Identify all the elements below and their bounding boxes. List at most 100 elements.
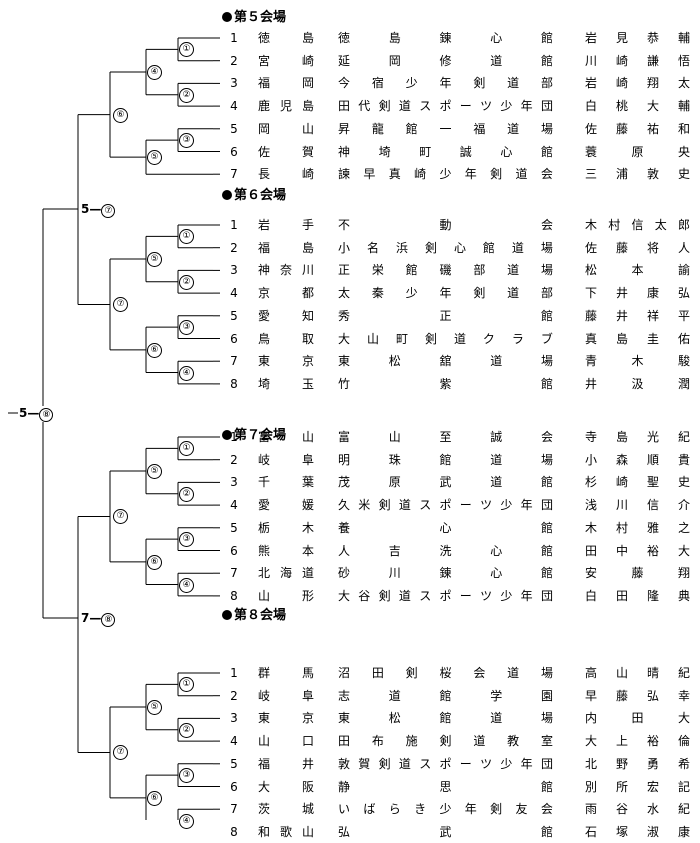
match-mark: ① xyxy=(179,42,194,58)
club-name: 太秦少年剣道部 xyxy=(338,286,553,301)
entry-number: 3 xyxy=(230,711,238,726)
prefecture: 長崎 xyxy=(258,167,314,182)
player-name: 小森順貴 xyxy=(585,452,690,467)
prefecture: 福井 xyxy=(258,756,314,771)
match-mark: ⑥ xyxy=(147,790,162,806)
semifinal-label: 7—⑧ xyxy=(80,611,117,627)
prefecture: 神奈川 xyxy=(258,263,314,278)
player-name: 寺島光紀 xyxy=(585,430,690,444)
player-name: 別所宏記 xyxy=(585,779,690,794)
match-mark: ⑦ xyxy=(113,509,128,525)
club-name: 茂原武道館 xyxy=(338,475,553,490)
bracket-lines xyxy=(8,37,220,820)
player-name: 松本諭 xyxy=(585,263,690,278)
player-name: 佐藤祐和 xyxy=(585,121,690,136)
entry-number: 1 xyxy=(230,31,238,45)
venue-title: 第７会場 xyxy=(222,424,286,443)
venue-title-text: 第６会場 xyxy=(234,188,287,203)
label-dash: — xyxy=(89,202,102,216)
entry-number: 2 xyxy=(230,53,238,68)
match-mark: ⑥ xyxy=(147,342,162,358)
player-name: 木村雅之 xyxy=(585,520,690,535)
player-name: 青木駿 xyxy=(585,354,690,369)
entry-number: 7 xyxy=(230,354,238,369)
prefecture: 岐阜 xyxy=(258,452,314,467)
match-mark: ⑤ xyxy=(147,700,162,716)
club-name: 養心館 xyxy=(338,520,553,535)
match-mark: ① xyxy=(179,441,194,457)
venue-title-text: 第７会場 xyxy=(234,428,287,443)
club-name: 竹紫館 xyxy=(338,376,553,391)
match-mark: ② xyxy=(179,486,194,502)
club-name: 東松舘道場 xyxy=(338,354,553,369)
match-mark: ⑤ xyxy=(147,464,162,480)
prefecture: 群馬 xyxy=(258,666,314,680)
club-name: 弘武館 xyxy=(338,824,553,839)
match-mark: ② xyxy=(179,87,194,103)
player-name: 井汲潤 xyxy=(585,376,690,391)
match-mark: ⑦ xyxy=(113,297,128,313)
match-mark: ③ xyxy=(179,320,194,336)
club-name: 不動会 xyxy=(338,218,553,232)
club-name: 小名浜剣心館道場 xyxy=(338,240,553,255)
match-mark: ③ xyxy=(179,768,194,784)
club-name: 東松館道場 xyxy=(338,711,553,726)
prefecture: 福島 xyxy=(258,240,314,255)
club-name: 延岡修道館 xyxy=(338,53,553,68)
entry-number: 2 xyxy=(230,452,238,467)
entry-number: 5 xyxy=(230,121,238,136)
match-mark: ② xyxy=(179,722,194,738)
player-name: 白田隆典 xyxy=(585,588,690,603)
player-name: 蓑原央 xyxy=(585,144,690,159)
player-name: 佐藤将人 xyxy=(585,240,690,255)
entry-number: 1 xyxy=(230,218,238,232)
prefecture: 熊本 xyxy=(258,543,314,558)
entry-number: 6 xyxy=(230,543,238,558)
entry-number: 1 xyxy=(230,666,238,680)
entry-number: 8 xyxy=(230,376,238,391)
entry-number: 3 xyxy=(230,76,238,91)
player-name: 大上裕倫 xyxy=(585,734,690,749)
entry-number: 3 xyxy=(230,263,238,278)
prefecture: 茨城 xyxy=(258,802,314,817)
match-mark: ④ xyxy=(179,813,194,829)
prefecture: 岩手 xyxy=(258,218,314,232)
match-mark: ① xyxy=(179,677,194,693)
club-name: 秀正館 xyxy=(338,308,553,323)
club-name: 敦賀剣道スポーツ少年団 xyxy=(338,756,553,771)
player-name: 内田大 xyxy=(585,711,690,726)
player-name: 下井康弘 xyxy=(585,286,690,301)
entry-number: 1 xyxy=(230,430,238,444)
bullet-icon xyxy=(222,190,232,200)
club-name: 砂川錬心館 xyxy=(338,566,553,581)
player-name: 田中裕大 xyxy=(585,543,690,558)
label-right: ⑦ xyxy=(101,204,116,218)
entry-number: 8 xyxy=(230,588,238,603)
venue-title-text: 第５会場 xyxy=(234,10,287,25)
match-mark: ⑤ xyxy=(147,150,162,166)
entry-number: 2 xyxy=(230,688,238,703)
entry-number: 5 xyxy=(230,520,238,535)
final-label: 5—⑧ xyxy=(18,406,55,422)
match-mark: ③ xyxy=(179,532,194,548)
entry-number: 4 xyxy=(230,498,238,513)
prefecture: 岐阜 xyxy=(258,688,314,703)
player-name: 高山晴紀 xyxy=(585,666,690,680)
entry-number: 4 xyxy=(230,734,238,749)
club-name: 明珠館道場 xyxy=(338,452,553,467)
club-name: 久米剣道スポーツ少年団 xyxy=(338,498,553,513)
club-name: 今宿少年剣道部 xyxy=(338,76,553,91)
